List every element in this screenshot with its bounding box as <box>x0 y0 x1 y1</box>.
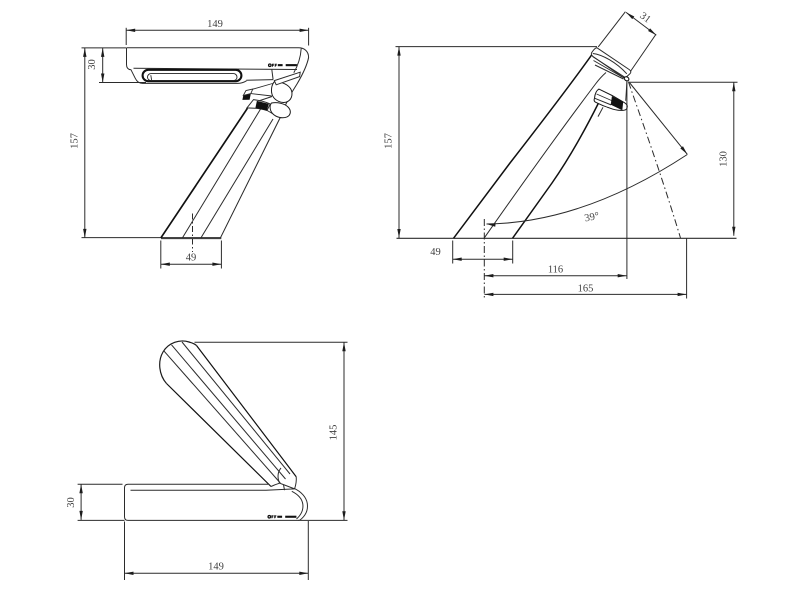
svg-text:165: 165 <box>578 283 594 294</box>
svg-text:149: 149 <box>207 19 223 30</box>
svg-text:149: 149 <box>208 561 224 572</box>
svg-text:116: 116 <box>548 265 563 276</box>
svg-text:145: 145 <box>329 425 340 441</box>
svg-text:30: 30 <box>87 59 98 70</box>
svg-text:130: 130 <box>719 151 730 167</box>
svg-text:157: 157 <box>384 133 395 149</box>
svg-text:49: 49 <box>186 253 197 264</box>
svg-text:157: 157 <box>70 133 81 149</box>
svg-text:39°: 39° <box>584 211 601 225</box>
svg-text:49: 49 <box>430 247 441 258</box>
svg-text:30: 30 <box>66 497 77 508</box>
